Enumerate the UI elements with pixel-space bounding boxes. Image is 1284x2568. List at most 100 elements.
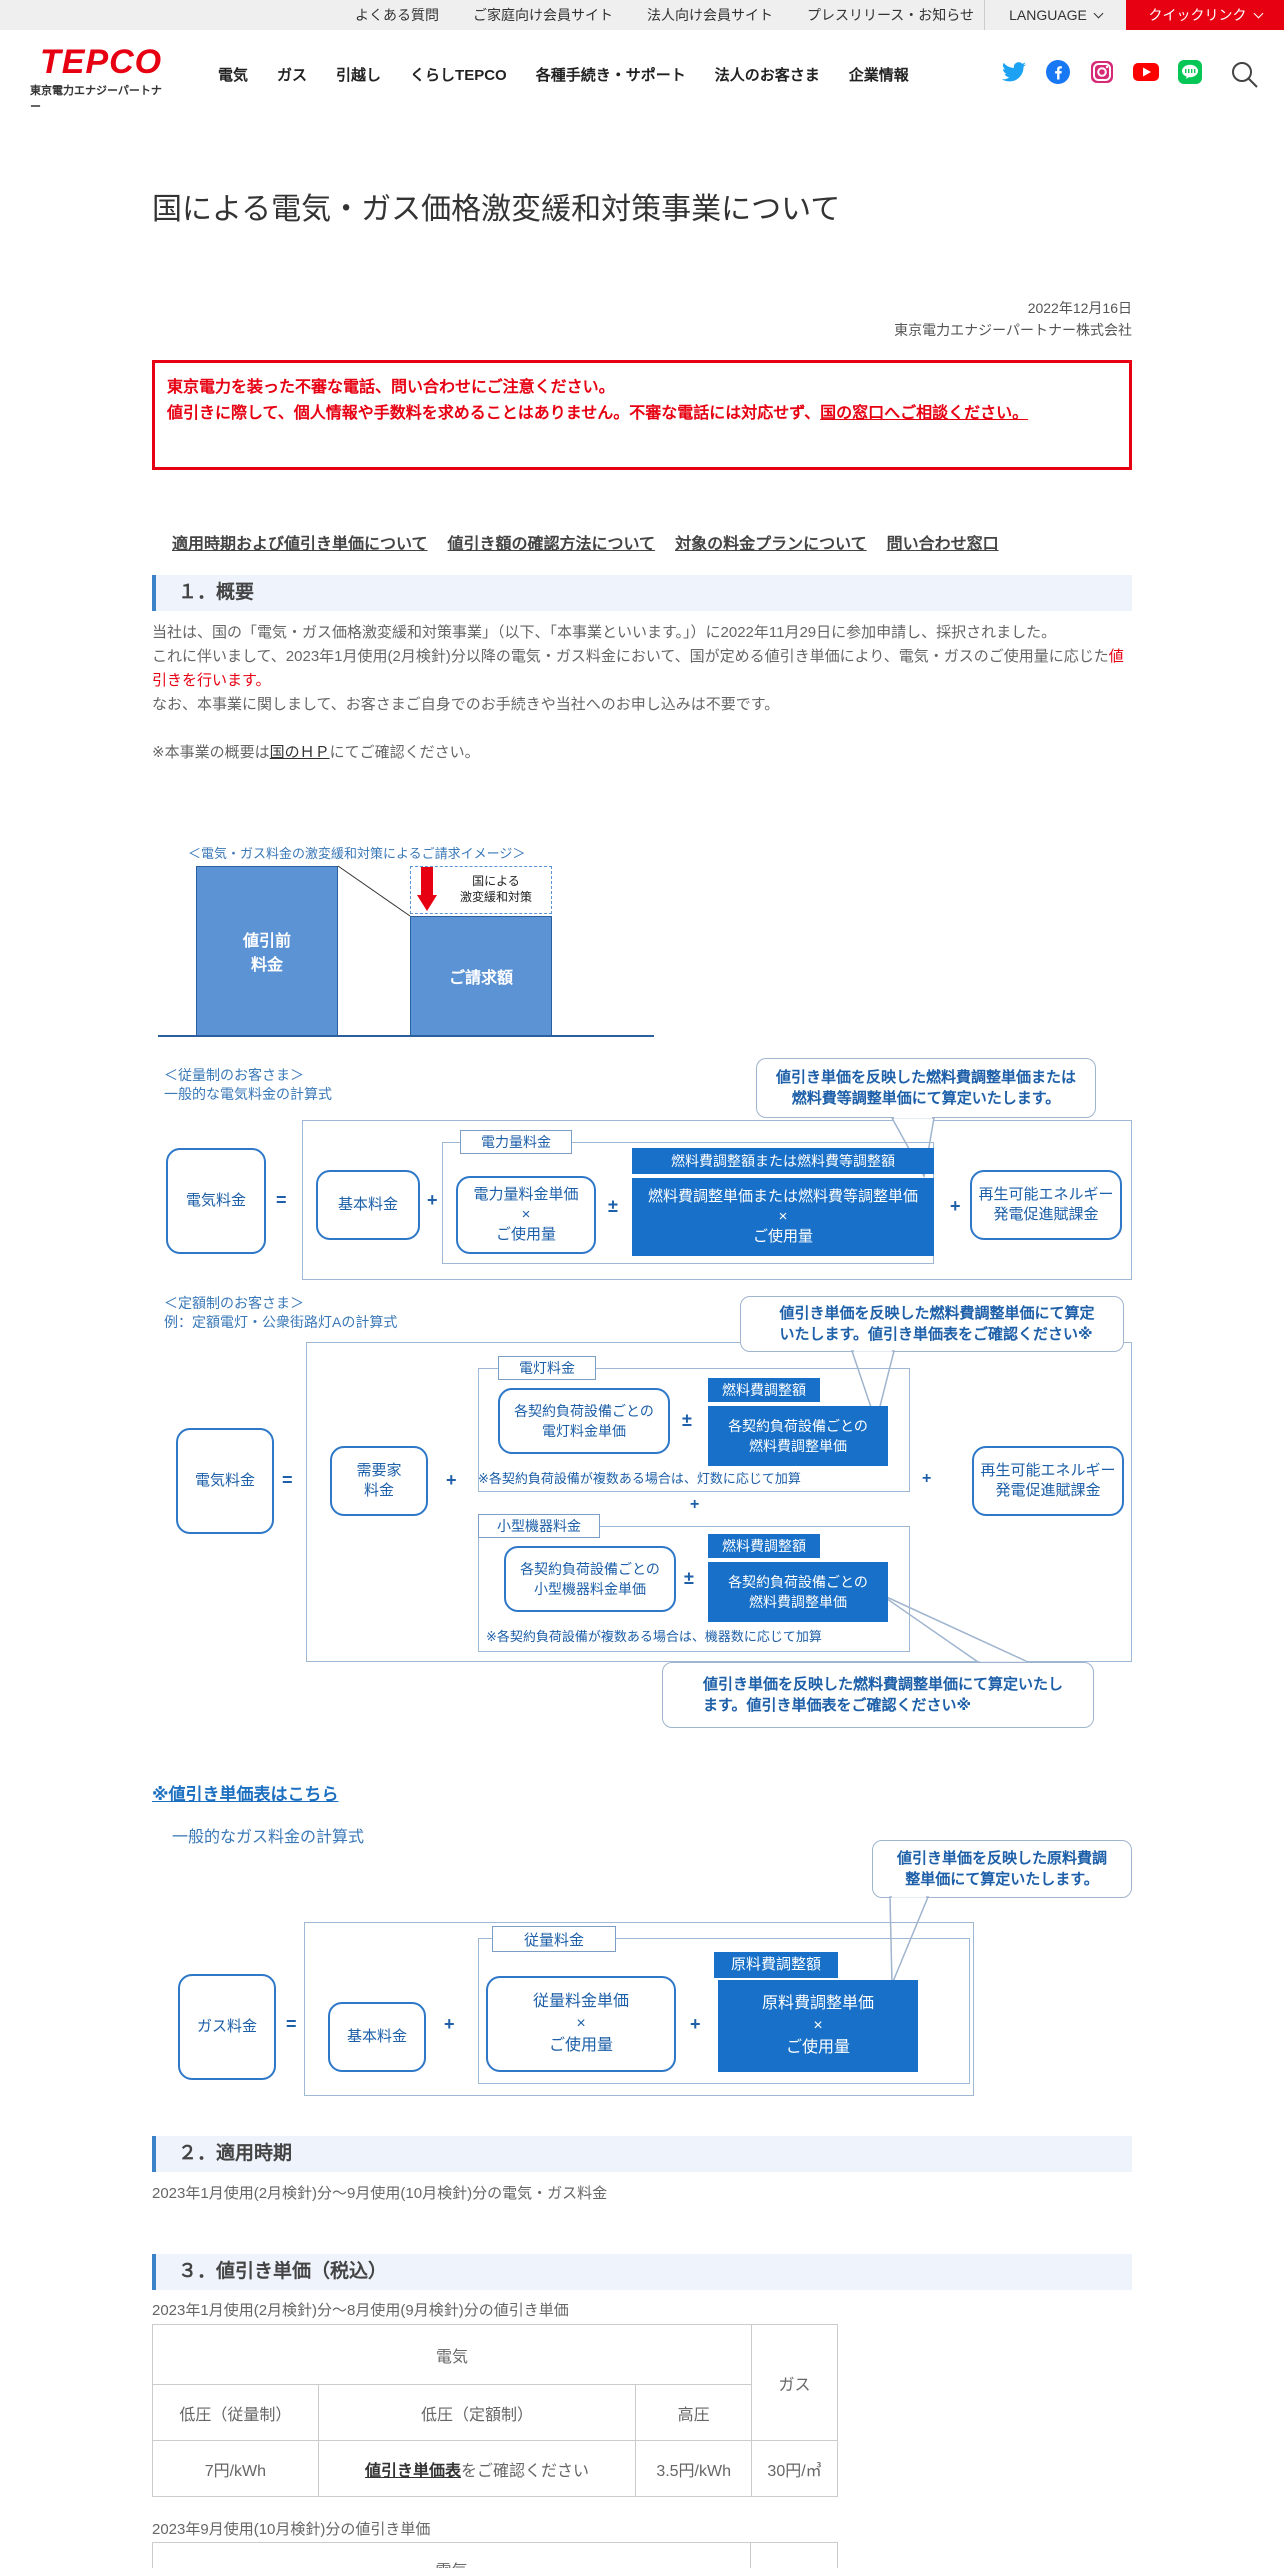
metered-fee-frame — [478, 1938, 970, 2084]
table-cell-low-metered: 7円/kWh — [152, 2440, 319, 2497]
publish-info: 2022年12月16日 東京電力エナジーパートナー株式会社 — [894, 297, 1132, 341]
twitter-icon[interactable] — [1000, 58, 1028, 86]
overview-p4-tail: にてご確認ください。 — [329, 744, 480, 761]
line-icon[interactable] — [1176, 58, 1204, 86]
flat-renewable-levy-box: 再生可能エネルギー 発電促進賦課金 — [972, 1446, 1124, 1516]
overview-p1: 当社は、国の「電気・ガス価格激変緩和対策事業」（以下、「本事業といいます。」）に… — [152, 624, 1057, 641]
anchor-check-method[interactable]: 値引き額の確認方法について — [447, 536, 656, 553]
nav-item-support[interactable]: 各種手続き・サポート — [535, 67, 686, 84]
gas-formula-label: 一般的なガス料金の計算式 — [172, 1829, 365, 1846]
basic-fee-box: 基本料金 — [316, 1170, 420, 1240]
overview-text: 当社は、国の「電気・ガス価格激変緩和対策事業」（以下、「本事業といいます。」）に… — [152, 621, 1132, 765]
site-header: TEPCO 東京電力エナジーパートナー 電気 ガス 引越し くらしTEPCO 各… — [0, 30, 1284, 114]
discount-table-link[interactable]: ※値引き単価表はこちら — [152, 1785, 339, 1804]
lighting-fee-frame — [478, 1368, 910, 1492]
anchor-target-plans[interactable]: 対象の料金プランについて — [675, 536, 867, 553]
metered-formula-label: 一般的な電気料金の計算式 — [164, 1086, 332, 1102]
period-text: 2023年1月使用(2月検針)分～9月使用(10月検針)分の電気・ガス料金 — [152, 2185, 608, 2202]
fuel-adjust-tag-small: 燃料費調整額 — [708, 1534, 820, 1558]
table-cell-gas: 30円/㎥ — [751, 2440, 838, 2497]
instagram-icon[interactable] — [1088, 58, 1116, 86]
billing-image-diagram: ＜電気・ガス料金の激変緩和対策によるご請求イメージ＞ 値引前 料金 ご請求額 国… — [152, 844, 672, 1044]
lighting-fee-tag: 電灯料金 — [498, 1356, 596, 1380]
fuel-adjust-callout: 値引き単価を反映した燃料費調整単価または 燃料費等調整単価にて算定いたします。 — [756, 1058, 1096, 1118]
faq-link[interactable]: よくある質問 — [354, 7, 439, 23]
alert-line2: 値引きに際して、個人情報や手数料を求めることはありません。不審な電話には対応せず… — [167, 401, 1117, 427]
fuel-adjust-tag-lighting: 燃料費調整額 — [708, 1378, 820, 1402]
chevron-down-icon — [1253, 8, 1263, 18]
billing-diagram-lines — [158, 865, 654, 1037]
press-release-link[interactable]: プレスリリース・お知らせ — [806, 7, 974, 23]
period2-text: 2023年9月使用(10月検針)分の値引き単価 — [152, 2521, 431, 2538]
flat-rate-label: ＜定額制のお客さま＞例：定額電灯・公衆街路灯Aの計算式 — [164, 1294, 397, 1332]
overview-p3: なお、本事業に関しまして、お客さまご自身でのお手続きや当社へのお申し込みは不要で… — [152, 696, 780, 713]
table2-header-electricity: 電気 — [153, 2543, 751, 2568]
nav-item-electricity[interactable]: 電気 — [218, 67, 249, 84]
anchor-period-price[interactable]: 適用時期および値引き単価について — [172, 536, 428, 553]
fuel-adjust-box: 燃料費調整単価または燃料費等調整単価 × ご使用量 — [632, 1178, 934, 1256]
discount-price-table: 電気 ガス 低圧（従量制） 低圧（定額制） 高圧 7円/kWh 値引き単価表をご… — [151, 2324, 838, 2497]
usage-fee-box: 電力量料金単価 × ご使用量 — [456, 1176, 596, 1254]
page-title: 国による電気・ガス価格激変緩和対策事業について — [152, 193, 841, 226]
section-heading-discount-price: ３．値引き単価（税込） — [152, 2254, 1132, 2290]
language-label: LANGUAGE — [1009, 7, 1087, 23]
publish-date: 2022年12月16日 — [1027, 300, 1132, 316]
nav-item-kurashi[interactable]: くらしTEPCO — [410, 67, 507, 84]
quick-link-button[interactable]: クイックリンク — [1126, 0, 1284, 30]
plus-sign: + — [690, 1496, 700, 1513]
nav-item-moving[interactable]: 引越し — [336, 67, 382, 84]
business-member-link[interactable]: 法人向け会員サイト — [646, 7, 773, 23]
plus-minus-sign: ± — [682, 1410, 692, 1430]
fuel-adjust-tag: 燃料費調整額または燃料費等調整額 — [632, 1148, 934, 1174]
government-hp-link[interactable]: 国のＨＰ — [269, 744, 330, 761]
discount-table-inline-link[interactable]: 値引き単価表 — [364, 2462, 461, 2480]
quick-link-label: クイックリンク — [1148, 7, 1247, 23]
nav-item-gas[interactable]: ガス — [277, 67, 308, 84]
overview-p4-text: ※本事業の概要は — [152, 744, 270, 761]
flat-electricity-fee-box: 電気料金 — [176, 1428, 274, 1534]
utility-bar: よくある質問 ご家庭向け会員サイト 法人向け会員サイト プレスリリース・お知らせ… — [0, 0, 1284, 30]
lighting-fee-box: 各契約負荷設備ごとの 電灯料金単価 — [498, 1388, 670, 1454]
table-header-electricity: 電気 — [151, 2324, 753, 2385]
flat-formula-frame — [306, 1342, 1132, 1662]
nav-item-company[interactable]: 企業情報 — [848, 67, 909, 84]
logo-subtitle: 東京電力エナジーパートナー — [30, 85, 162, 113]
flat-customer-label: ＜定額制のお客さま＞ — [164, 1295, 304, 1311]
home-member-link[interactable]: ご家庭向け会員サイト — [472, 7, 613, 23]
social-links — [1000, 58, 1204, 86]
anchor-links: 適用時期および値引き単価について 値引き額の確認方法について 対象の料金プランに… — [172, 530, 999, 554]
gas-callout-pointer — [889, 1894, 930, 1985]
metered-fee-box: 従量料金単価 × ご使用量 — [486, 1976, 676, 2072]
table-cell-low-flat-text: をご確認ください — [461, 2462, 590, 2480]
plus-sign: + — [690, 2014, 701, 2034]
plus-minus-sign: ± — [684, 1568, 694, 1588]
table-header-low-flat: 低圧（定額制） — [317, 2384, 637, 2441]
tepco-logo[interactable]: TEPCO 東京電力エナジーパートナー — [30, 44, 170, 114]
metered-fee-tag: 従量料金 — [492, 1926, 616, 1952]
facebook-icon[interactable] — [1044, 58, 1072, 86]
usage-fee-tag: 電力量料金 — [460, 1130, 572, 1154]
language-button[interactable]: LANGUAGE — [984, 0, 1126, 30]
metered-customer-label: ＜従量制のお客さま＞ — [164, 1067, 304, 1083]
fuel-adjust-box-small: 各契約負荷設備ごとの 燃料費調整単価 — [708, 1562, 888, 1622]
renewable-levy-box: 再生可能エネルギー 発電促進賦課金 — [970, 1170, 1122, 1240]
alert-consult-link[interactable]: 国の窓口へご相談ください。 — [820, 405, 1029, 422]
equals-sign: = — [286, 2014, 297, 2034]
metered-label: ＜従量制のお客さま＞ 一般的な電気料金の計算式 — [164, 1066, 332, 1104]
anchor-contact[interactable]: 問い合わせ窓口 — [886, 536, 999, 553]
table-header-low-metered: 低圧（従量制） — [152, 2384, 319, 2441]
equals-sign: = — [282, 1470, 293, 1490]
plus-sign: + — [922, 1470, 932, 1487]
flat-rate-formula-diagram: ＜定額制のお客さま＞例：定額電灯・公衆街路灯Aの計算式 値引き単価を反映した燃料… — [152, 1292, 1132, 1752]
subsidy-box: 国による 激変緩和対策 — [410, 866, 552, 914]
small-device-box: 各契約負荷設備ごとの 小型機器料金単価 — [504, 1546, 676, 1612]
utility-links: よくある質問 ご家庭向け会員サイト 法人向け会員サイト プレスリリース・お知らせ — [355, 0, 974, 30]
period1-text: 2023年1月使用(2月検針)分～8月使用(9月検針)分の値引き単価 — [152, 2302, 569, 2319]
logo-mark: TEPCO — [40, 43, 163, 81]
nav-item-business[interactable]: 法人のお客さま — [714, 67, 820, 84]
youtube-icon[interactable] — [1132, 58, 1160, 86]
search-icon[interactable] — [1230, 60, 1260, 90]
before-price-bar: 値引前 料金 — [196, 866, 338, 1036]
flat-fuel-callout: 値引き単価を反映した燃料費調整単価にて算定 いたします。値引き単価表をご確認くだ… — [740, 1296, 1124, 1352]
gas-fee-box: ガス料金 — [178, 1974, 276, 2080]
